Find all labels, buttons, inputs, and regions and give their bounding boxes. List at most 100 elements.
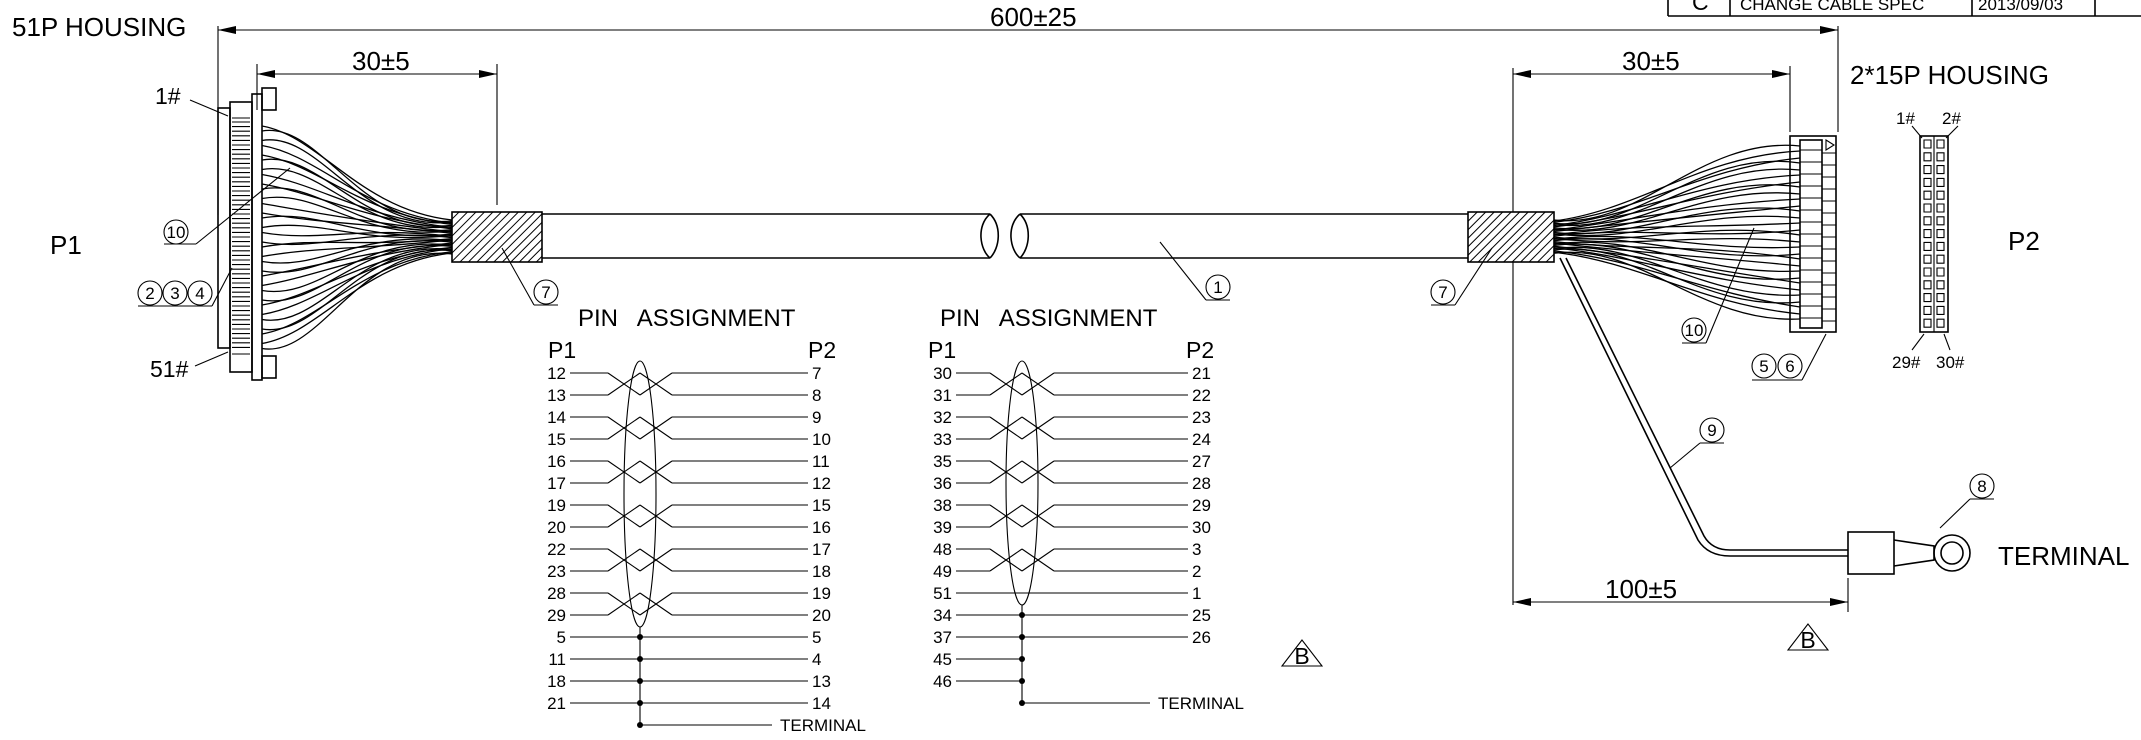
pin-p1: 11 bbox=[548, 650, 566, 669]
table2-title: PIN ASSIGNMENT bbox=[940, 305, 1158, 332]
pin-p1: 48 bbox=[933, 540, 952, 559]
table1-col-p1: P1 bbox=[548, 337, 576, 363]
pin-p1: 22 bbox=[547, 540, 566, 559]
p2-housing-label: 2*15P HOUSING bbox=[1850, 60, 2049, 90]
p1-wire-fanout bbox=[261, 125, 453, 350]
pin-p1: 19 bbox=[547, 496, 566, 515]
svg-text:1: 1 bbox=[1213, 278, 1222, 297]
pin-p2: 16 bbox=[812, 518, 831, 537]
svg-text:10: 10 bbox=[167, 223, 186, 242]
pin-p2: 30 bbox=[1192, 518, 1211, 537]
balloon-p1-wire: 10 bbox=[163, 167, 291, 245]
pin-p2: 29 bbox=[1192, 496, 1211, 515]
svg-text:9: 9 bbox=[1707, 421, 1716, 440]
svg-text:B: B bbox=[1800, 627, 1815, 653]
balloon-p2-housing: 5 6 bbox=[1751, 333, 1827, 381]
pin-p1: 38 bbox=[933, 496, 952, 515]
right-strip-text: 30±5 bbox=[1622, 46, 1680, 76]
svg-text:7: 7 bbox=[1438, 283, 1447, 302]
pin-p2: 26 bbox=[1192, 628, 1211, 647]
twisted-pair bbox=[607, 504, 673, 528]
revision-mark-terminal: B bbox=[1786, 623, 1830, 653]
heatshrink-left bbox=[451, 211, 543, 263]
pin-p1: 13 bbox=[547, 386, 566, 405]
pin-p2: 24 bbox=[1192, 430, 1211, 449]
ground-wire bbox=[1559, 257, 1848, 557]
p2-face-view bbox=[1919, 135, 1949, 333]
balloon-p1-label: 2 3 4 bbox=[137, 267, 233, 307]
pin-p2: 3 bbox=[1192, 540, 1201, 559]
pin-p2: 27 bbox=[1192, 452, 1211, 471]
pin-p2: 18 bbox=[812, 562, 831, 581]
pin-p1: 28 bbox=[547, 584, 566, 603]
revision-table: C CHANGE CABLE SPEC 2013/09/03 bbox=[1667, 0, 2141, 17]
pin-p1: 15 bbox=[547, 430, 566, 449]
pin-p1: 45 bbox=[933, 650, 952, 669]
pin-p2: 1 bbox=[1192, 584, 1201, 603]
svg-text:B: B bbox=[1294, 643, 1309, 669]
pin-p2: 23 bbox=[1192, 408, 1211, 427]
table1-title: PIN ASSIGNMENT bbox=[578, 305, 796, 332]
balloon-heatshrink-right: 7 bbox=[1430, 247, 1493, 306]
pin-p1: 46 bbox=[933, 672, 952, 691]
p2-wire-fanout bbox=[1553, 144, 1801, 320]
pin-p2: 10 bbox=[812, 430, 831, 449]
twisted-pair bbox=[989, 460, 1055, 484]
svg-text:8: 8 bbox=[1977, 477, 1986, 496]
twisted-pair bbox=[989, 504, 1055, 528]
p2-connector bbox=[1789, 135, 1837, 333]
twisted-pair bbox=[989, 548, 1055, 572]
svg-text:4: 4 bbox=[195, 284, 204, 303]
twisted-pair bbox=[607, 372, 673, 396]
overall-dimension: 600±25 bbox=[217, 2, 1839, 215]
left-strip-dimension: 30±5 bbox=[256, 46, 498, 205]
twisted-pair bbox=[989, 372, 1055, 396]
p1-pin-last: 51# bbox=[150, 356, 189, 382]
svg-text:6: 6 bbox=[1785, 357, 1794, 376]
table2-col-p1: P1 bbox=[928, 337, 956, 363]
main-cable bbox=[542, 213, 1468, 259]
right-strip-dimension: 30±5 bbox=[1512, 46, 1791, 605]
svg-text:2: 2 bbox=[145, 284, 154, 303]
pin-p1: 37 bbox=[933, 628, 952, 647]
pin-p1: 51 bbox=[933, 584, 952, 603]
p1-connector bbox=[217, 87, 277, 381]
pin-p2: 2 bbox=[1192, 562, 1201, 581]
twisted-pair bbox=[607, 592, 673, 616]
pin-p2: 25 bbox=[1192, 606, 1211, 625]
p1-pin-first: 1# bbox=[155, 83, 181, 109]
p1-label: P1 bbox=[50, 230, 82, 260]
heatshrink-right bbox=[1467, 211, 1555, 263]
balloon-heatshrink-left: 7 bbox=[501, 247, 559, 306]
balloon-terminal: 8 bbox=[1939, 473, 1995, 529]
pin-p1: 16 bbox=[547, 452, 566, 471]
pin-p2: 21 bbox=[1192, 364, 1211, 383]
pin-p2: 5 bbox=[812, 628, 821, 647]
pin-p1: 49 bbox=[933, 562, 952, 581]
balloon-ground-wire: 9 bbox=[1669, 417, 1725, 469]
p2-pin-tr: 2# bbox=[1942, 109, 1961, 128]
p2-pin-bl: 29# bbox=[1892, 353, 1921, 372]
pin-p2: 14 bbox=[812, 694, 831, 713]
svg-text:5: 5 bbox=[1759, 357, 1768, 376]
pin-p2: 20 bbox=[812, 606, 831, 625]
pin-p1: 33 bbox=[933, 430, 952, 449]
balloon-p2-wire: 10 bbox=[1681, 227, 1755, 344]
terminal-dimension: 100±5 bbox=[1513, 574, 1849, 612]
revision-description: CHANGE CABLE SPEC bbox=[1740, 0, 1924, 14]
pin-p1: 36 bbox=[933, 474, 952, 493]
twisted-pair bbox=[989, 416, 1055, 440]
pin-p2: 15 bbox=[812, 496, 831, 515]
table1-col-p2: P2 bbox=[808, 337, 836, 363]
twisted-pair bbox=[607, 548, 673, 572]
pin-p2: 8 bbox=[812, 386, 821, 405]
pin-p1: 20 bbox=[547, 518, 566, 537]
twisted-pair bbox=[607, 460, 673, 484]
pin-p1: 32 bbox=[933, 408, 952, 427]
pin-p1: 30 bbox=[933, 364, 952, 383]
table-terminal-label: TERMINAL bbox=[1158, 694, 1244, 713]
ring-terminal bbox=[1847, 531, 1971, 575]
pin-p2: 9 bbox=[812, 408, 821, 427]
